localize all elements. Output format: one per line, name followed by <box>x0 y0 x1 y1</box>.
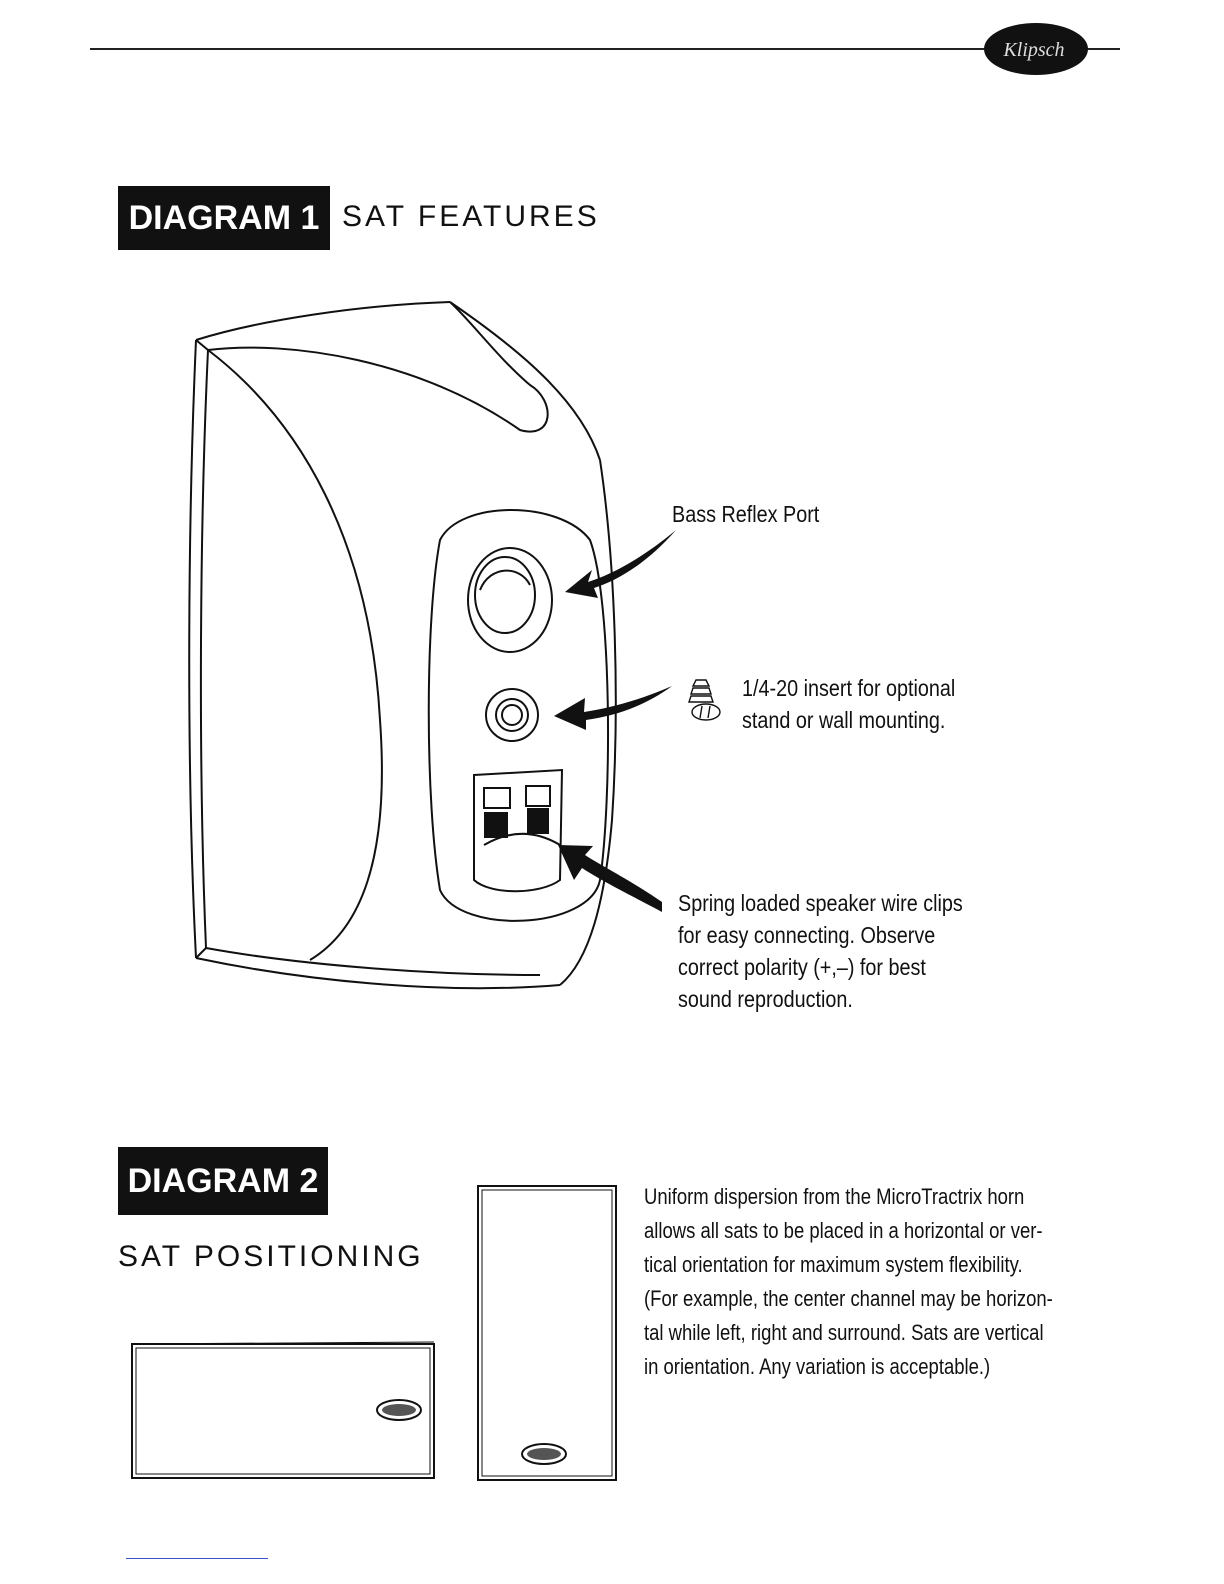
callout-wire-clips-line: for easy connecting. Observe <box>678 922 936 948</box>
callout-wire-clips-line: Spring loaded speaker wire clips <box>678 890 963 916</box>
klipsch-badge-icon <box>521 1443 567 1465</box>
paragraph-line: in orientation. Any variation is accepta… <box>644 1354 991 1379</box>
screw-insert-icon <box>688 679 721 721</box>
paragraph-line: allows all sats to be placed in a horizo… <box>644 1218 1043 1243</box>
diagram-2-badge: DIAGRAM 2 <box>118 1147 328 1215</box>
header-rule <box>90 48 1120 50</box>
horizontal-speaker-illustration <box>131 1341 435 1479</box>
paragraph-line: tal while left, right and surround. Sats… <box>644 1320 1044 1345</box>
paragraph-line: tical orientation for maximum system fle… <box>644 1252 1023 1277</box>
callout-bass-reflex-port: Bass Reflex Port <box>672 501 820 527</box>
callout-wire-clips-line: correct polarity (+,–) for best <box>678 954 926 980</box>
callout-wire-clips: Spring loaded speaker wire clips for eas… <box>678 887 988 1015</box>
diagram-2-heading: SAT POSITIONING <box>118 1240 424 1273</box>
satellite-speaker-illustration <box>188 301 721 990</box>
diagram-1-heading: SAT FEATURES <box>342 200 600 233</box>
positioning-paragraph: Uniform dispersion from the MicroTractri… <box>644 1180 1064 1384</box>
svg-text:Klipsch: Klipsch <box>1002 39 1064 61</box>
footer-line <box>126 1558 268 1559</box>
arrow-icon <box>554 530 676 912</box>
diagram-1-badge: DIAGRAM 1 <box>118 186 330 250</box>
paragraph-line: (For example, the center channel may be … <box>644 1286 1053 1311</box>
vertical-speaker-illustration <box>477 1185 617 1481</box>
callout-insert-line-1: 1/4-20 insert for optional <box>742 675 956 701</box>
callout-insert-line-2: stand or wall mounting. <box>742 707 946 733</box>
callout-wire-clips-line: sound reproduction. <box>678 986 853 1012</box>
klipsch-badge-icon <box>376 1399 422 1421</box>
klipsch-logo-icon: Klipsch <box>984 23 1088 75</box>
paragraph-line: Uniform dispersion from the MicroTractri… <box>644 1184 1025 1209</box>
